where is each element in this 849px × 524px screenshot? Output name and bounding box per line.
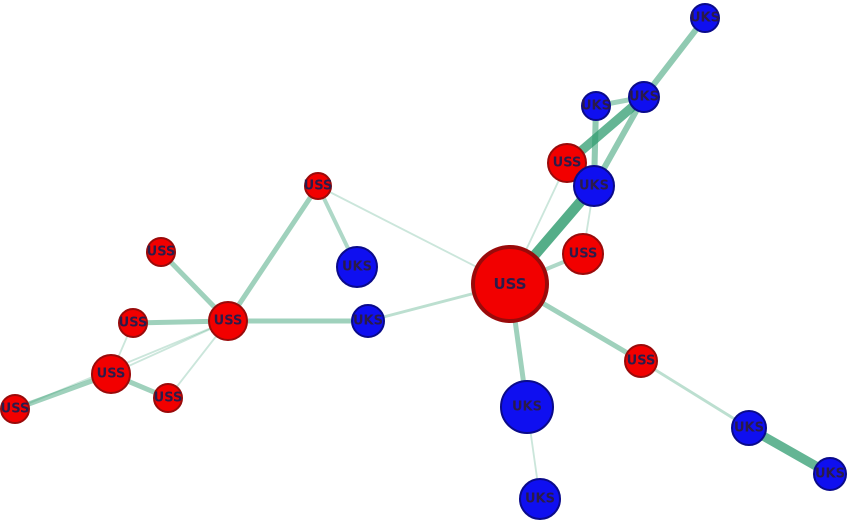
node-circle (500, 380, 554, 434)
node-label: UKS (734, 421, 764, 436)
node-circle (153, 383, 183, 413)
graph-edge (639, 359, 751, 430)
graph-node-uss: USS (624, 344, 658, 378)
graph-node-uks: UKS (351, 304, 385, 338)
node-label: UKS (512, 400, 542, 415)
graph-node-uks: UKS (519, 478, 561, 520)
graph-node-uks: UKS (731, 410, 767, 446)
node-label: USS (553, 156, 582, 171)
node-circle (690, 3, 720, 33)
node-circle (91, 354, 131, 394)
graph-node-uks: UKS (336, 246, 378, 288)
node-label: UKS (690, 11, 720, 26)
node-label: UKS (525, 492, 555, 507)
node-circle (146, 237, 176, 267)
node-label: USS (569, 247, 598, 262)
node-circle (351, 304, 385, 338)
node-circle (573, 165, 615, 207)
node-label: UKS (353, 314, 383, 329)
graph-edge (225, 183, 321, 324)
graph-node-uks: UKS (573, 165, 615, 207)
node-label: UKS (579, 179, 609, 194)
graph-node-uss: USS (0, 394, 30, 424)
node-label: USS (119, 316, 148, 331)
node-circle (547, 143, 587, 183)
node-circle (0, 394, 30, 424)
node-circle (628, 81, 660, 113)
graph-node-uss: USS (562, 233, 604, 275)
node-circle (208, 301, 248, 341)
graph-node-uss: USS (471, 245, 549, 323)
graph-node-uks: UKS (581, 91, 611, 121)
graph-node-uks: UKS (813, 457, 847, 491)
node-circle (471, 245, 549, 323)
node-label: UKS (581, 99, 611, 114)
graph-node-uss: USS (304, 172, 333, 200)
node-label: USS (627, 354, 656, 369)
node-label: USS (304, 179, 333, 194)
node-label: USS (214, 314, 243, 329)
graph-edge (110, 320, 229, 375)
graph-node-uss: USS (153, 383, 183, 413)
node-label: USS (1, 402, 30, 417)
graph-node-uks: UKS (628, 81, 660, 113)
graph-node-uss: USS (146, 237, 176, 267)
graph-edges (12, 14, 835, 500)
node-circle (581, 91, 611, 121)
node-label: UKS (629, 90, 659, 105)
graph-node-uss: USS (91, 354, 131, 394)
node-label: UKS (815, 467, 845, 482)
graph-nodes: UKS UKS UKS USS UKS USS USS USS UKS USS USS USS UKS U… (0, 3, 847, 520)
node-circle (304, 172, 332, 200)
node-label: USS (493, 275, 526, 293)
node-circle (813, 457, 847, 491)
node-circle (624, 344, 658, 378)
graph-node-uss: USS (118, 308, 148, 338)
graph-node-uss: USS (547, 143, 587, 183)
node-circle (336, 246, 378, 288)
node-circle (562, 233, 604, 275)
node-circle (118, 308, 148, 338)
graph-node-uks: UKS (500, 380, 554, 434)
graph-node-uss: USS (208, 301, 248, 341)
graph-edge (640, 14, 709, 101)
node-circle (731, 410, 767, 446)
node-circle (519, 478, 561, 520)
graph-node-uks: UKS (690, 3, 720, 33)
node-label: USS (147, 245, 176, 260)
node-label: USS (97, 367, 126, 382)
node-label: USS (154, 391, 183, 406)
node-label: UKS (342, 260, 372, 275)
